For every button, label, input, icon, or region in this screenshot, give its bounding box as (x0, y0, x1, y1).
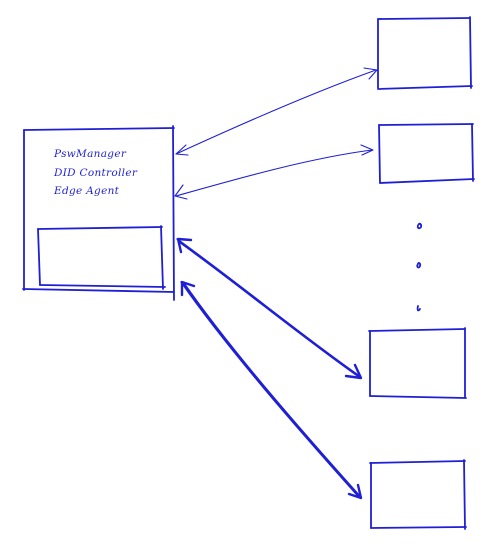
remote-box-2 (378, 123, 475, 184)
label-pswmanager: PswManager (54, 148, 127, 160)
connector-4-arrow (180, 280, 363, 500)
main-box (22, 125, 175, 301)
remote-box-3 (368, 327, 467, 399)
label-edge-agent: Edge Agent (54, 185, 120, 197)
remote-box-4 (369, 459, 467, 530)
inner-box (37, 225, 166, 290)
connector-3-arrow (176, 237, 363, 380)
vertical-ellipsis-icon (416, 222, 423, 312)
connector-1-arrow (175, 67, 378, 156)
connector-2-arrow (174, 144, 374, 200)
remote-box-1 (377, 16, 473, 90)
label-did-controller: DID Controller (54, 167, 138, 179)
